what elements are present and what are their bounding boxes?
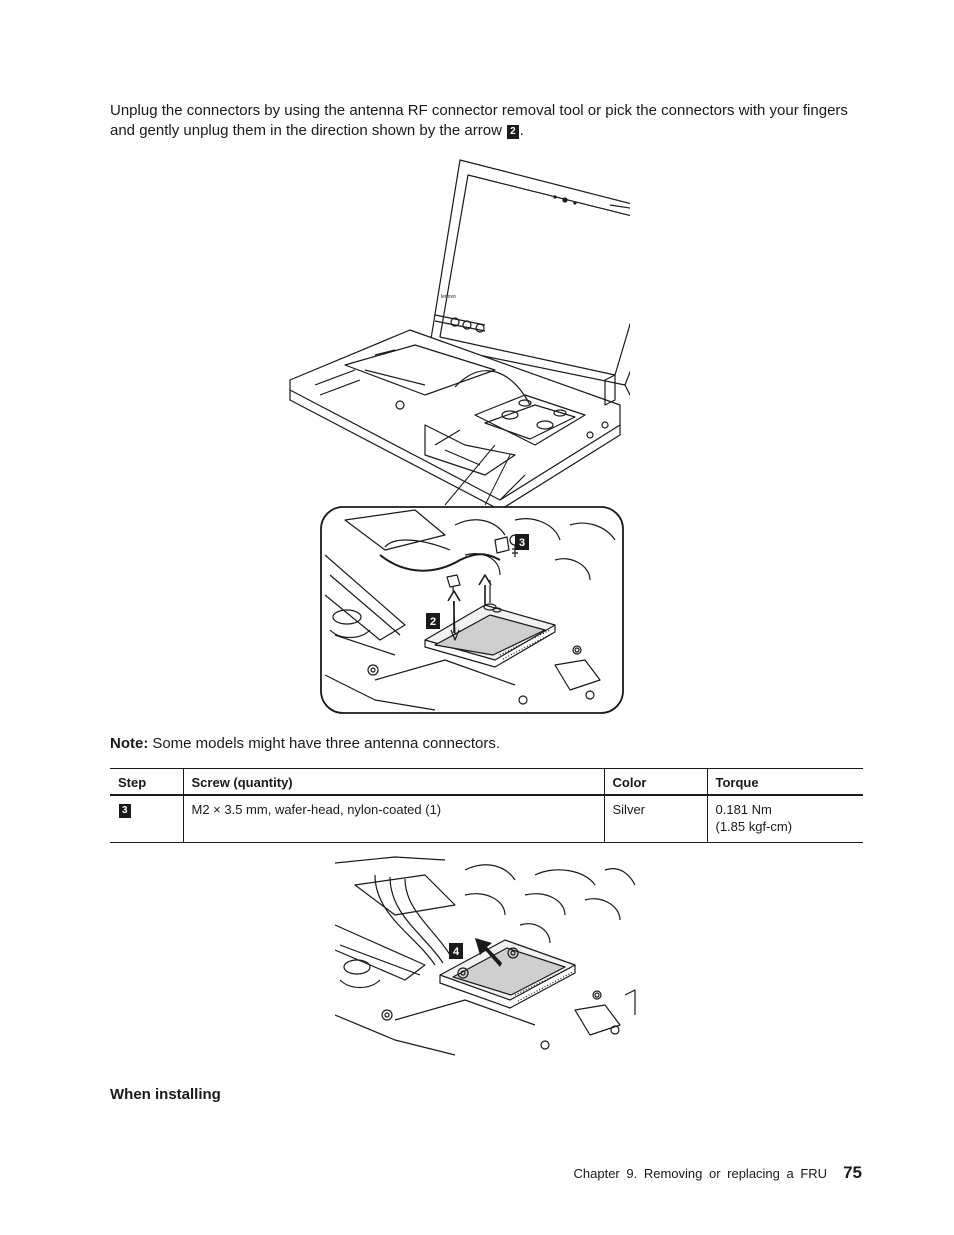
torque-nm: 0.181 Nm bbox=[715, 802, 772, 817]
step-badge: 3 bbox=[119, 804, 131, 818]
header-step: Step bbox=[110, 768, 183, 796]
cell-torque: 0.181 Nm (1.85 kgf-cm) bbox=[706, 795, 863, 843]
figure-badge-2: 2 bbox=[430, 616, 436, 628]
cell-color: Silver bbox=[603, 795, 707, 843]
table-header-row: Step Screw (quantity) Color Torque bbox=[110, 768, 863, 796]
screw-table: Step Screw (quantity) Color Torque 3 M2 … bbox=[110, 768, 863, 843]
zoom-detail bbox=[324, 509, 616, 711]
zoom-frame bbox=[320, 506, 624, 714]
section-heading: When installing bbox=[110, 1086, 221, 1103]
note-label: Note: bbox=[110, 735, 149, 752]
intro-text: Unplug the connectors by using the anten… bbox=[110, 102, 848, 139]
cell-step: 3 bbox=[110, 795, 183, 843]
laptop-logo: lenovo bbox=[441, 294, 456, 300]
figure-badge-4: 4 bbox=[453, 946, 460, 958]
step-badge: 2 bbox=[507, 124, 519, 139]
note-text: Some models might have three antenna con… bbox=[152, 735, 501, 752]
unplug-arrows bbox=[447, 574, 492, 633]
page-number: 75 bbox=[843, 1163, 862, 1182]
table-row: 3 M2 × 3.5 mm, wafer-head, nylon-coated … bbox=[110, 795, 863, 843]
header-screw: Screw (quantity) bbox=[182, 768, 604, 796]
page-footer: Chapter 9. Removing or replacing a FRU 7… bbox=[574, 1163, 862, 1183]
figure-badge-3: 3 bbox=[519, 537, 525, 549]
laptop-illustration: lenovo bbox=[289, 159, 630, 714]
laptop-display: lenovo bbox=[429, 159, 630, 396]
intro-end: . bbox=[519, 121, 524, 139]
header-torque: Torque bbox=[706, 768, 863, 796]
torque-kgf: (1.85 kgf-cm) bbox=[715, 819, 793, 834]
cell-screw: M2 × 3.5 mm, wafer-head, nylon-coated (1… bbox=[182, 795, 604, 843]
footer-chapter: Chapter 9. Removing or replacing a FRU bbox=[573, 1166, 828, 1181]
header-color: Color bbox=[603, 768, 707, 796]
card-install-illustration: 4 bbox=[335, 856, 636, 1056]
note: Note:Some models might have three antenn… bbox=[110, 734, 500, 753]
insert-arrow bbox=[475, 938, 502, 967]
intro-paragraph: Unplug the connectors by using the anten… bbox=[110, 101, 870, 140]
